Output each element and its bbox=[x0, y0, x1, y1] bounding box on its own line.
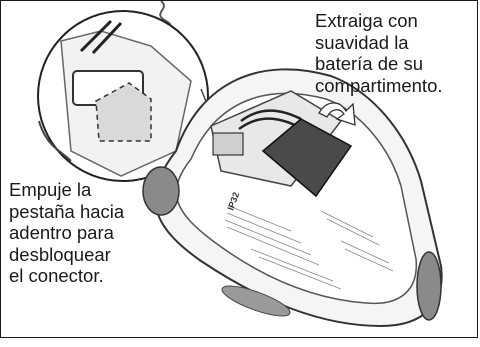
device-body: IP32 bbox=[142, 68, 443, 328]
device-illustration: IP32 bbox=[37, 1, 443, 328]
lift-arrow-icon bbox=[318, 102, 356, 126]
callout-remove-battery: Extraiga con suavidad la batería de su c… bbox=[315, 10, 443, 96]
callout-unlock-connector: Empuje la pestaña hacia adentro para des… bbox=[9, 179, 124, 287]
callout-line: el conector. bbox=[9, 265, 104, 286]
callout-line: pestaña hacia bbox=[9, 200, 125, 222]
push-arrow-dashed bbox=[95, 82, 152, 142]
connector bbox=[212, 132, 244, 156]
callout-line: suavidad la bbox=[315, 31, 409, 53]
diagram-frame: IP32 Extraiga con suavidad la batería de… bbox=[0, 0, 478, 338]
callout-line: Extraiga con bbox=[315, 10, 418, 31]
side-grip-right bbox=[416, 251, 442, 321]
callout-line: adentro para bbox=[9, 222, 114, 243]
callout-line: desbloquear bbox=[9, 243, 111, 265]
callout-line: Empuje la bbox=[9, 179, 92, 200]
callout-line: compartimento. bbox=[315, 74, 443, 96]
callout-line: batería de su bbox=[315, 53, 423, 74]
battery-pack bbox=[261, 118, 353, 198]
bottom-grip bbox=[221, 285, 291, 317]
side-grip-left bbox=[142, 166, 180, 216]
magnifier-inset bbox=[37, 10, 209, 182]
product-label bbox=[224, 205, 394, 290]
